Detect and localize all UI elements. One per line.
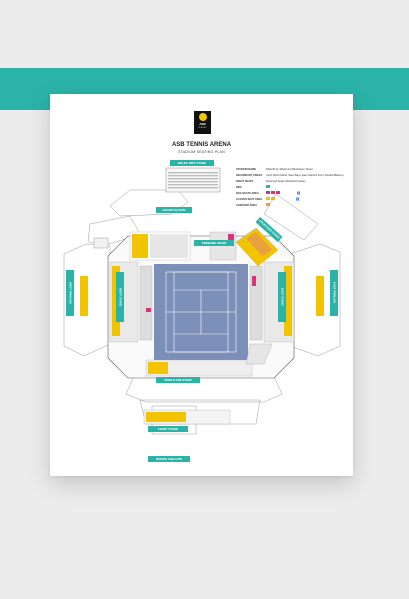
stadium-map	[63, 167, 341, 435]
logo-name: ASB	[199, 122, 206, 126]
tennis-ball-icon	[198, 113, 207, 121]
legend-key: ACCESS SEAT AREA	[236, 197, 263, 201]
legend-row: BOX SEATS AREA ♿	[236, 190, 346, 196]
legend-value: Waterfront, Wharf and Westhaven Street	[266, 167, 313, 171]
east-stand-seats[interactable]	[249, 261, 295, 343]
north-stand-seats	[168, 172, 218, 189]
accessible-icon: ♿	[297, 191, 301, 195]
plan-title: ASB TENNIS ARENA	[171, 142, 232, 148]
legend-key: NIGHT SEATS	[236, 179, 254, 183]
logo-sub: CLASSIC	[198, 127, 207, 129]
legend-value: Court North Stand, West Bays, East Stand…	[266, 173, 344, 177]
ferry-stand-seats[interactable]	[143, 409, 231, 425]
west-pavilion-tag[interactable]: WEST PAVILION	[66, 270, 74, 316]
south-gate-tag[interactable]: SPANCE ASB GATE	[148, 456, 190, 462]
legend-key: SECONDARY AREAS	[236, 173, 263, 177]
legend-key: ASSISTED AREA	[236, 203, 257, 207]
east-stand-tag[interactable]: EAST STAND	[278, 272, 286, 322]
wheelchair-icon: ♿	[296, 197, 300, 201]
legend-key: STADIUM NAME	[236, 167, 256, 171]
legend-row: NIGHT SEATS Reserved Seats (Weekend Gates…	[236, 178, 346, 184]
legend-key: RED	[236, 185, 242, 189]
legend-value	[266, 203, 346, 207]
legend-value	[266, 185, 346, 189]
south-stand-seats[interactable]	[145, 343, 273, 377]
building-block	[93, 237, 109, 249]
kiwibank-stand-tag[interactable]: KIWIBANK STAND	[194, 240, 234, 246]
seating-plan-sheet: ASB CLASSIC ASB TENNIS ARENA STADIUM SEA…	[50, 94, 353, 476]
legend-row: RED	[236, 184, 346, 190]
legend-row: STADIUM NAME Waterfront, Wharf and Westha…	[236, 166, 346, 172]
east-pavilion-tag[interactable]: EAST PAVILION	[330, 270, 338, 316]
legend-value: Reserved Seats (Weekend Gates)	[266, 179, 306, 183]
grand-square-tag[interactable]: GRAND SQUARE	[156, 207, 192, 213]
north-lower-seats[interactable]	[129, 231, 237, 261]
court-lines	[165, 271, 237, 353]
east-pavilion-seats[interactable]	[316, 276, 324, 316]
legend-row: ASSISTED AREA	[236, 202, 346, 208]
legend-value: ♿	[266, 191, 346, 195]
box-seats[interactable]	[146, 276, 256, 312]
legend-key: BOX SEATS AREA	[236, 191, 259, 195]
asb-classic-logo: ASB CLASSIC	[194, 111, 211, 134]
legend: STADIUM NAME Waterfront, Wharf and Westha…	[236, 166, 346, 208]
west-stand-tag[interactable]: WEST STAND	[116, 272, 124, 322]
corner-stand-seats[interactable]	[235, 227, 279, 267]
ferry-stand-tag[interactable]: FERRY STAND	[148, 426, 188, 432]
north-stand-tag[interactable]: ROLEX TRST STAND	[170, 160, 214, 166]
south-stand-tag[interactable]: WORLD ASB STAND	[156, 377, 200, 383]
west-pavilion-seats[interactable]	[80, 276, 88, 316]
plan-subtitle: STADIUM SEATING PLAN	[178, 150, 225, 154]
